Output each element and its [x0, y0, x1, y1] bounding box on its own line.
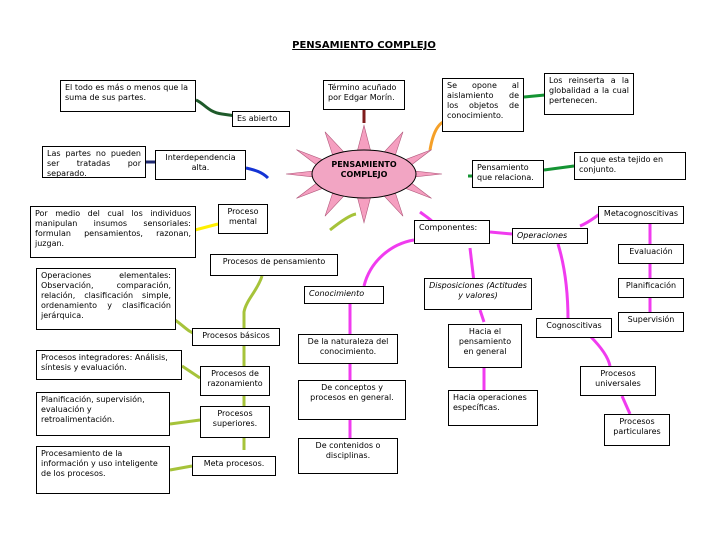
- connector-operaciones: [489, 230, 513, 236]
- node-procesos-universales: Procesos universales: [580, 366, 656, 396]
- node-pensamiento-relaciona: Pensamiento que relaciona.: [472, 160, 544, 188]
- node-componentes: Componentes:: [414, 220, 490, 244]
- node-procesos-particulares: Procesos particulares: [604, 414, 670, 446]
- connector-reinserta: [523, 93, 546, 99]
- node-tejido: Lo que esta tejido en conjunto.: [574, 152, 686, 180]
- node-cognoscitivas: Cognoscitivas: [536, 318, 612, 338]
- central-hub: [311, 149, 417, 199]
- page-title: PENSAMIENTO COMPLEJO: [292, 40, 436, 51]
- node-procesos-superiores: Procesos superiores.: [200, 406, 270, 438]
- sun-ray: [413, 170, 443, 178]
- connector-procesos-universales: [588, 334, 612, 367]
- connector-disposiciones: [468, 247, 476, 283]
- node-conceptos: De conceptos y procesos en general.: [298, 380, 406, 420]
- connector-planificacion-supervision: [169, 418, 201, 426]
- node-es-abierto: Es abierto: [232, 111, 290, 127]
- node-se-opone: Se opone al aislamiento de los objetos d…: [442, 78, 524, 132]
- node-procesos-razonamiento: Procesos de razonamiento: [200, 366, 270, 396]
- node-hacia-operaciones: Hacia operaciones específicas.: [448, 390, 538, 426]
- node-metacognoscitivas: Metacognoscitivas: [598, 206, 684, 224]
- central-node-label: PENSAMIENTO COMPLEJO: [331, 160, 397, 179]
- connector-se-opone: [428, 120, 444, 151]
- node-contenidos: De contenidos o disciplinas.: [298, 438, 398, 474]
- node-planificacion-supervision: Planificación, supervisión, evaluación y…: [36, 392, 170, 436]
- connector-por-medio: [194, 222, 219, 232]
- node-hacia-pensamiento: Hacia el pensamiento en general: [448, 324, 522, 368]
- sun-ray: [356, 124, 372, 153]
- node-las-partes: Las partes no pueden ser tratadas por se…: [42, 146, 146, 178]
- connector-metacognoscitivas: [579, 212, 601, 228]
- connector-el-todo: [195, 98, 237, 118]
- node-operaciones: Operaciones: [512, 228, 588, 244]
- node-procesos-integradores: Procesos integradores: Análisis, síntesi…: [36, 350, 182, 380]
- connector-cognoscitivas: [556, 243, 570, 321]
- sun-ray: [285, 170, 315, 178]
- node-por-medio: Por medio del cual los individuos manipu…: [30, 206, 196, 258]
- node-procesamiento: Procesamiento de la información y uso in…: [36, 446, 170, 494]
- node-procesos-basicos: Procesos básicos: [192, 328, 280, 346]
- node-operaciones-elementales: Operaciones elementales: Observación, co…: [36, 268, 176, 330]
- node-proceso-mental: Proceso mental: [218, 204, 268, 234]
- connector-conocimiento: [362, 238, 415, 287]
- node-termino: Término acuñado por Edgar Morín.: [323, 80, 405, 110]
- node-reinserta: Los reinserta a la globalidad a la cual …: [544, 73, 634, 115]
- node-interdependencia: Interdependencia alta.: [155, 150, 246, 180]
- node-supervision: Supervisión: [618, 312, 684, 332]
- node-disposiciones: Disposiciones (Actitudes y valores): [424, 278, 532, 310]
- node-evaluacion: Evaluación: [618, 244, 684, 264]
- connector-procesamiento: [169, 464, 193, 472]
- connector-proceso-mental: [329, 212, 357, 232]
- node-meta-procesos: Meta procesos.: [192, 456, 276, 476]
- node-el-todo: El todo es más o menos que la suma de su…: [60, 80, 196, 112]
- connector-tejido: [543, 164, 575, 172]
- node-naturaleza: De la naturaleza del conocimiento.: [298, 334, 398, 364]
- connector-procesos-particulares: [620, 395, 632, 415]
- connector-procesos-basicos: [242, 275, 264, 328]
- connector-hacia-pensamiento: [478, 309, 486, 390]
- node-planificacion: Planificación: [618, 278, 684, 298]
- node-conocimiento: Conocimiento: [304, 286, 384, 304]
- connector-interdependencia: [245, 166, 270, 180]
- sun-ray: [356, 195, 372, 224]
- node-procesos-pensamiento: Procesos de pensamiento: [210, 254, 338, 276]
